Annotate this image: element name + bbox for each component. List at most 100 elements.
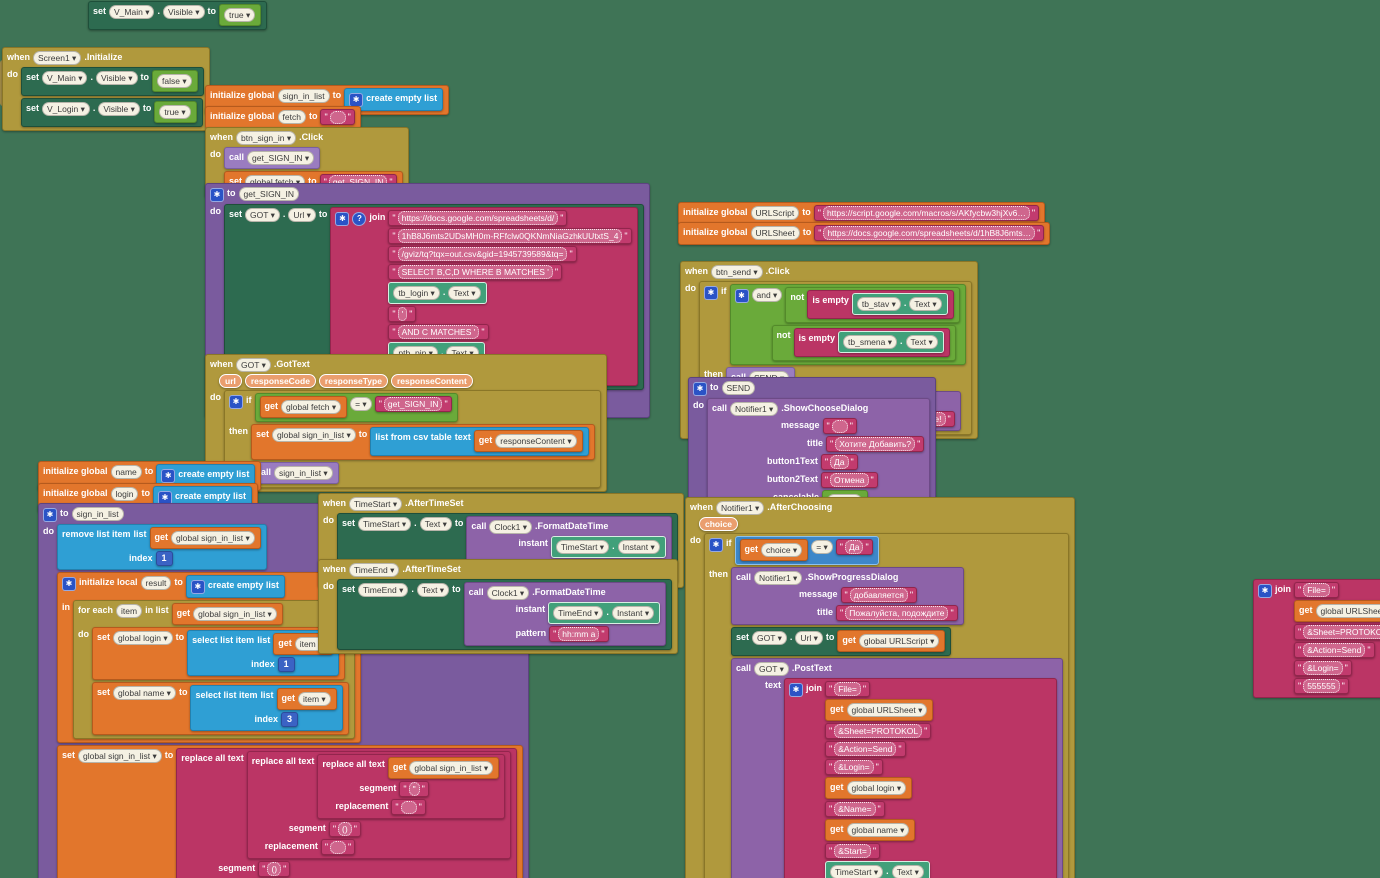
dropdown-field[interactable]: = ▾	[350, 397, 372, 411]
event-param-choice[interactable]: choice	[699, 517, 738, 531]
dropdown-field[interactable]: TimeEnd ▾	[553, 606, 604, 620]
dropdown-field[interactable]: Text ▾	[448, 286, 481, 300]
dropdown-field[interactable]: Visible ▾	[98, 102, 140, 116]
mutator-gear-icon[interactable]: ✱	[43, 508, 57, 522]
timeend-instant-getter[interactable]: TimeEnd ▾.Instant ▾	[548, 602, 661, 624]
string-value[interactable]: get_SIGN_IN	[383, 397, 443, 411]
init-global-urlscript[interactable]: initialize globalURLScripttohttps://scri…	[678, 202, 1046, 225]
dropdown-field[interactable]: fetch	[277, 110, 306, 124]
string-value[interactable]: https://docs.google.com/spreadsheets/d/1…	[823, 226, 1036, 240]
join-sheet-query-url[interactable]: ✱?joinhttps://docs.google.com/spreadshee…	[330, 207, 638, 386]
string-value[interactable]: &Name=	[834, 802, 876, 816]
dropdown-field[interactable]: GOT ▾	[236, 358, 271, 372]
text-string-block[interactable]: get_SIGN_IN	[374, 396, 452, 412]
dropdown-field[interactable]: V_Main ▾	[109, 5, 155, 19]
string-value[interactable]: Да	[830, 455, 849, 469]
string-value[interactable]	[330, 840, 347, 854]
text-string-block[interactable]: /gviz/tq?tqx=out.csv&gid=1945739589&tq=	[388, 246, 577, 262]
mutator-gear-icon[interactable]: ✱	[190, 580, 205, 594]
timestart-instant-getter[interactable]: TimeStart ▾.Instant ▾	[550, 536, 666, 558]
text-string-block[interactable]: Хотите Добавить?	[826, 436, 925, 452]
string-value[interactable]: &Action=Send	[834, 742, 897, 756]
string-value[interactable]: https://script.google.com/macros/s/AKfyc…	[822, 206, 1030, 220]
text-string-block[interactable]: File=	[825, 681, 871, 697]
dropdown-field[interactable]: global URLScript ▾	[858, 634, 940, 648]
dropdown-field[interactable]: true ▾	[224, 8, 256, 22]
mutator-gear-icon[interactable]: ✱	[789, 683, 804, 697]
string-value[interactable]: Да	[845, 540, 864, 554]
dropdown-field[interactable]: global sign_in_list ▾	[409, 761, 494, 775]
text-string-block[interactable]: добавляется	[840, 587, 918, 603]
string-value[interactable]: &Login=	[834, 760, 874, 774]
dropdown-field[interactable]: V_Main ▾	[42, 71, 88, 85]
text-string-block[interactable]: &Action=Send	[1294, 642, 1375, 658]
number-block[interactable]: 1	[155, 551, 173, 566]
dropdown-field[interactable]: global login ▾	[113, 631, 173, 645]
text-string-block[interactable]: &Name=	[825, 801, 885, 817]
string-value[interactable]: https://docs.google.com/spreadsheets/d/	[397, 211, 559, 225]
text-string-block[interactable]: Да	[820, 454, 858, 470]
string-value[interactable]: /gviz/tq?tqx=out.csv&gid=1945739589&tq=	[397, 247, 568, 261]
string-value[interactable]	[831, 419, 848, 433]
dropdown-field[interactable]: global URLSheet ▾	[846, 703, 928, 717]
dropdown-field[interactable]: Text ▾	[891, 865, 924, 878]
text-string-block[interactable]: Отмена	[820, 472, 878, 488]
dropdown-field[interactable]: Notifier1 ▾	[730, 402, 779, 416]
dropdown-field[interactable]: choice ▾	[761, 543, 803, 557]
dropdown-field[interactable]: tb_smena ▾	[843, 335, 897, 349]
dropdown-field[interactable]: get_SIGN_IN	[238, 187, 300, 201]
mutator-gear-icon[interactable]: ✱	[229, 395, 243, 409]
text-string-block[interactable]: ()	[328, 821, 361, 837]
text-string-block[interactable]: "	[399, 781, 429, 797]
string-value[interactable]: SELECT B,C,D WHERE B MATCHES '	[397, 265, 553, 279]
dropdown-field[interactable]: global sign_in_list ▾	[171, 531, 255, 545]
text-string-block[interactable]: https://docs.google.com/spreadsheets/d/	[388, 210, 568, 226]
mutator-gear-icon[interactable]: ✱	[709, 538, 723, 552]
help-icon[interactable]: ?	[352, 212, 367, 226]
dropdown-field[interactable]: sign_in_list ▾	[274, 466, 333, 480]
string-value[interactable]: File=	[834, 682, 861, 696]
dropdown-field[interactable]: TimeStart ▾	[358, 517, 412, 531]
dropdown-field[interactable]: global sign_in_list ▾	[272, 428, 356, 442]
string-value[interactable]: ()	[267, 862, 282, 876]
mutator-gear-icon[interactable]: ✱	[734, 289, 749, 303]
dropdown-field[interactable]: Text ▾	[909, 297, 942, 311]
dropdown-field[interactable]: Notifier1 ▾	[754, 571, 803, 585]
text-string-block[interactable]	[320, 839, 356, 855]
dropdown-field[interactable]: Url ▾	[795, 631, 823, 645]
string-value[interactable]: hh:mm a	[558, 627, 600, 641]
string-value[interactable]: Пожалуйста, подождите	[845, 606, 949, 620]
dropdown-field[interactable]: Text ▾	[419, 517, 452, 531]
tb_login-text-getter[interactable]: tb_login ▾.Text ▾	[388, 282, 487, 304]
dropdown-field[interactable]: true ▾	[159, 105, 191, 119]
dropdown-field[interactable]: Clock1 ▾	[486, 586, 530, 600]
string-value[interactable]: 555555	[1303, 679, 1340, 693]
string-value[interactable]: AND C MATCHES '	[397, 325, 480, 339]
dropdown-field[interactable]: item	[116, 604, 143, 618]
dropdown-field[interactable]: SEND	[721, 381, 756, 395]
dropdown-field[interactable]: and ▾	[751, 288, 783, 302]
event-param-responseType[interactable]: responseType	[318, 374, 388, 388]
text-string-block[interactable]: hh:mm a	[549, 626, 609, 642]
dropdown-field[interactable]: get_SIGN_IN ▾	[247, 151, 315, 165]
